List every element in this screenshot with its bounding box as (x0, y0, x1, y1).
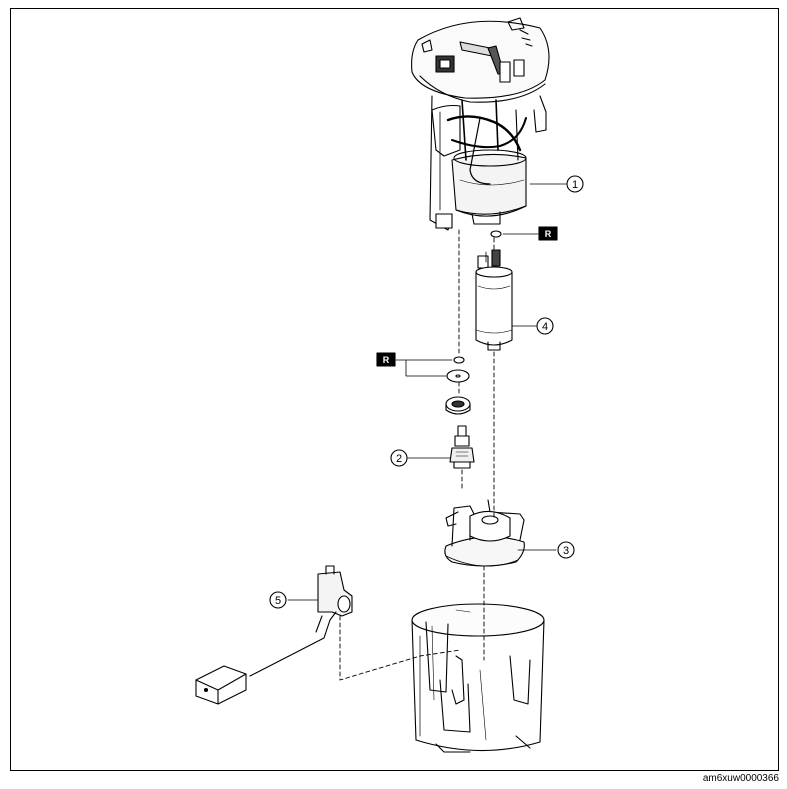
fuel-reservoir-cup (411, 603, 545, 753)
assembly-guide-lines (339, 229, 495, 681)
callout-2: 2 (390, 449, 408, 467)
callout-4: 4 (536, 317, 554, 335)
svg-text:2: 2 (396, 453, 402, 465)
o-ring-large (446, 369, 470, 383)
replace-badge-lower (376, 352, 396, 367)
figure-code: am6xuw0000366 (702, 773, 779, 784)
svg-text:3: 3 (563, 545, 569, 557)
callout-1: 1 (566, 175, 584, 193)
svg-text:R: R (383, 355, 390, 365)
callout-3: 3 (557, 541, 575, 559)
part-3-lower-bracket (444, 499, 525, 567)
replace-badge-upper (538, 226, 558, 241)
callout-leaders (287, 183, 567, 601)
callout-5: 5 (269, 591, 287, 609)
figure-frame (10, 8, 779, 771)
grommet (445, 396, 471, 415)
part-1-pump-unit-assembly (411, 17, 550, 231)
svg-text:1: 1 (572, 179, 578, 191)
svg-text:R: R (545, 229, 552, 239)
part-2-fitting (449, 425, 475, 469)
svg-text:5: 5 (275, 595, 281, 607)
o-ring-small (453, 356, 465, 364)
part-5-sender-gauge (195, 565, 353, 705)
o-ring-upper (490, 230, 502, 238)
svg-text:4: 4 (542, 321, 548, 333)
part-4-fuel-pump (475, 249, 513, 351)
